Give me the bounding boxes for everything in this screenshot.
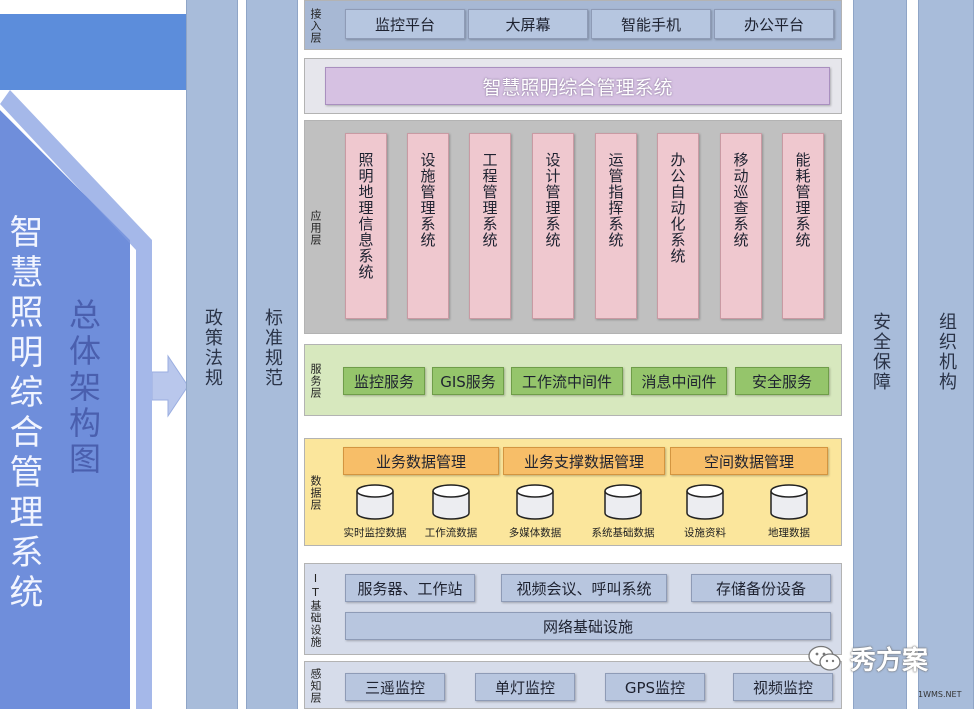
app-system: 运管指挥系统	[595, 133, 637, 319]
left-header-block	[0, 0, 186, 90]
policy-label: 政策法规	[202, 308, 223, 388]
sensing-item: 单灯监控	[475, 673, 575, 701]
sensing-layer-label: 感知层	[309, 668, 322, 704]
database-icon	[516, 484, 554, 520]
watermark-text: 秀方案	[850, 646, 929, 676]
database-item: 地理数据	[749, 483, 829, 540]
data-layer-label: 数据层	[309, 475, 322, 511]
main-title: 智慧照明综合管理系统	[3, 214, 43, 614]
access-item: 监控平台	[345, 9, 465, 39]
it-item: 服务器、工作站	[345, 574, 475, 602]
app-system: 设施管理系统	[407, 133, 449, 319]
service-layer: 服务层 监控服务 GIS服务 工作流中间件 消息中间件 安全服务	[304, 344, 842, 416]
service-layer-label: 服务层	[309, 363, 322, 399]
it-layer-label: IT基础设施	[309, 572, 322, 648]
data-header: 空间数据管理	[670, 447, 828, 475]
app-system: 移动巡查系统	[720, 133, 762, 319]
data-header: 业务支撑数据管理	[503, 447, 665, 475]
it-item: 存储备份设备	[691, 574, 831, 602]
service-item: 消息中间件	[631, 367, 727, 395]
app-system: 工程管理系统	[469, 133, 511, 319]
access-layer-label: 接入层	[309, 8, 322, 44]
policy-column: 政策法规	[186, 0, 238, 709]
app-system: 能耗管理系统	[782, 133, 824, 319]
it-infrastructure-layer: IT基础设施 服务器、工作站 视频会议、呼叫系统 存储备份设备 网络基础设施	[304, 563, 842, 655]
watermark: 秀方案	[808, 640, 928, 677]
service-item: 工作流中间件	[511, 367, 623, 395]
wechat-icon	[808, 645, 841, 671]
access-layer: 接入层 监控平台 大屏幕 智能手机 办公平台	[304, 0, 842, 50]
database-item: 工作流数据	[411, 483, 491, 540]
database-item: 多媒体数据	[495, 483, 575, 540]
site-mark: 1WMS.NET	[918, 690, 962, 699]
database-label: 多媒体数据	[508, 527, 562, 539]
service-item: 安全服务	[735, 367, 829, 395]
access-item: 智能手机	[591, 9, 711, 39]
database-label: 地理数据	[768, 527, 810, 539]
database-icon	[686, 484, 724, 520]
safety-label: 安全保障	[870, 312, 891, 392]
app-system: 设计管理系统	[532, 133, 574, 319]
database-icon	[604, 484, 642, 520]
application-layer-label: 应用层	[309, 210, 322, 246]
application-layer: 应用层 照明地理信息系统 设施管理系统 工程管理系统 设计管理系统 运管指挥系统…	[304, 120, 842, 334]
app-system: 照明地理信息系统	[345, 133, 387, 319]
sensing-layer: 感知层 三遥监控 单灯监控 GPS监控 视频监控	[304, 661, 842, 709]
standard-column: 标准规范	[246, 0, 298, 709]
database-item: 系统基础数据	[583, 483, 663, 540]
database-icon	[770, 484, 808, 520]
safety-column: 安全保障	[853, 0, 907, 709]
service-item: 监控服务	[343, 367, 425, 395]
database-icon	[432, 484, 470, 520]
organization-label: 组织机构	[936, 312, 957, 392]
organization-column: 组织机构	[918, 0, 974, 709]
access-item: 办公平台	[714, 9, 834, 39]
standard-label: 标准规范	[262, 308, 283, 388]
app-system: 办公自动化系统	[657, 133, 699, 319]
database-icon	[356, 484, 394, 520]
it-item: 视频会议、呼叫系统	[501, 574, 667, 602]
database-item: 实时监控数据	[335, 483, 415, 540]
service-item: GIS服务	[432, 367, 504, 395]
data-layer: 数据层 业务数据管理 业务支撑数据管理 空间数据管理 实时监控数据 工作流数据 …	[304, 438, 842, 546]
database-label: 设施资料	[684, 527, 726, 539]
system-layer: 智慧照明综合管理系统	[304, 58, 842, 114]
sensing-item: 三遥监控	[345, 673, 445, 701]
sub-title: 总体架构图	[64, 298, 102, 478]
database-label: 工作流数据	[424, 527, 478, 539]
access-item: 大屏幕	[468, 9, 588, 39]
database-item: 设施资料	[665, 483, 745, 540]
system-banner: 智慧照明综合管理系统	[325, 67, 830, 105]
right-arrow-icon	[152, 354, 188, 418]
data-header: 业务数据管理	[343, 447, 499, 475]
network-infrastructure: 网络基础设施	[345, 612, 831, 640]
left-header-gap	[0, 0, 186, 14]
database-label: 实时监控数据	[343, 527, 407, 539]
sensing-item: 视频监控	[733, 673, 833, 701]
database-label: 系统基础数据	[591, 527, 655, 539]
sensing-item: GPS监控	[605, 673, 705, 701]
left-title-panel	[0, 90, 156, 709]
